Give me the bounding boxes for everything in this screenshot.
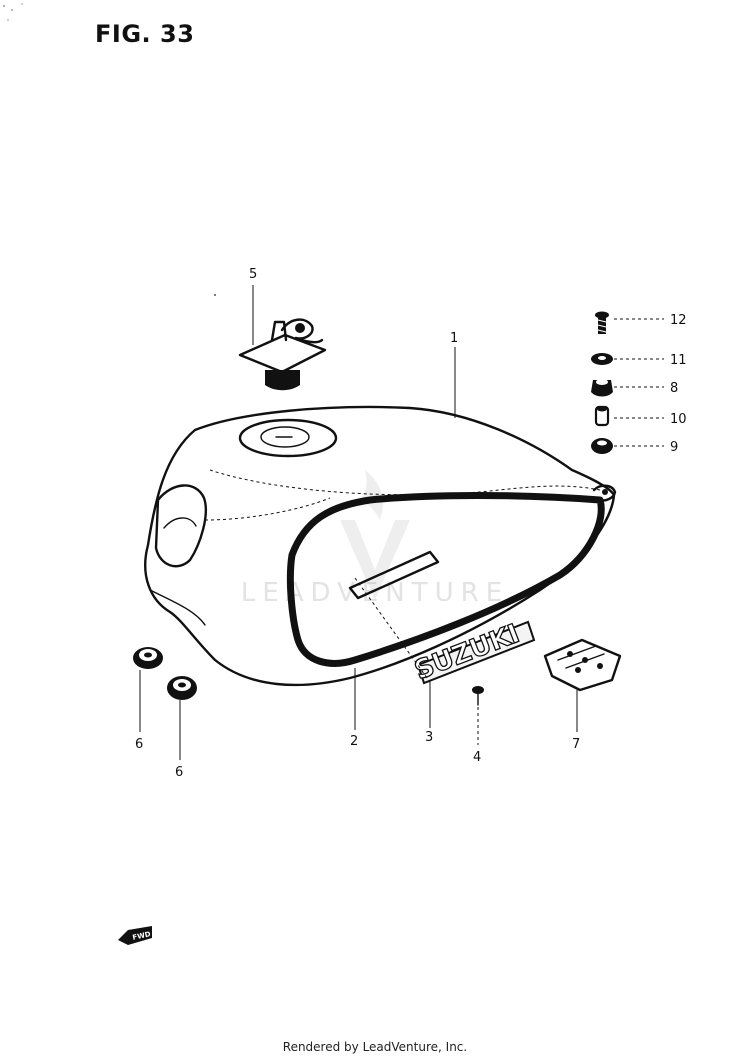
direction-text: FWD <box>132 930 152 942</box>
grommet-upper[interactable] <box>591 379 613 397</box>
callout-12: 12 <box>670 313 687 328</box>
collar[interactable] <box>594 405 610 427</box>
callout-5: 5 <box>249 267 257 282</box>
cushion-lower[interactable] <box>167 676 197 700</box>
callout-6-lower: 6 <box>175 765 183 780</box>
emblem-screw[interactable] <box>472 686 484 706</box>
grommet-lower[interactable] <box>591 438 613 454</box>
callout-6-upper: 6 <box>135 737 143 752</box>
leader-lines <box>139 285 664 760</box>
fuel-cap-assembly[interactable] <box>238 318 327 391</box>
callout-10: 10 <box>670 412 687 427</box>
cushion-block[interactable] <box>543 638 622 692</box>
watermark-logo <box>340 470 410 600</box>
callout-9: 9 <box>670 440 678 455</box>
callout-1: 1 <box>450 331 458 346</box>
fuel-tank[interactable] <box>144 405 617 687</box>
callout-7: 7 <box>572 737 580 752</box>
figure-title: FIG. 33 <box>95 20 195 48</box>
tank-stripe[interactable] <box>286 492 605 667</box>
emblem-text: SUZUKI <box>411 619 524 686</box>
callout-3: 3 <box>425 730 433 745</box>
bolt[interactable] <box>595 311 609 335</box>
callout-4: 4 <box>473 750 481 765</box>
callout-11: 11 <box>670 353 687 368</box>
cushion-upper[interactable] <box>133 647 163 669</box>
footer-credit: Rendered by LeadVenture, Inc. <box>282 1040 468 1054</box>
callout-8: 8 <box>670 381 678 396</box>
washer[interactable] <box>591 353 613 365</box>
forward-direction-arrow: FWD <box>118 926 152 945</box>
callout-2: 2 <box>350 734 358 749</box>
scan-specks <box>3 3 216 296</box>
